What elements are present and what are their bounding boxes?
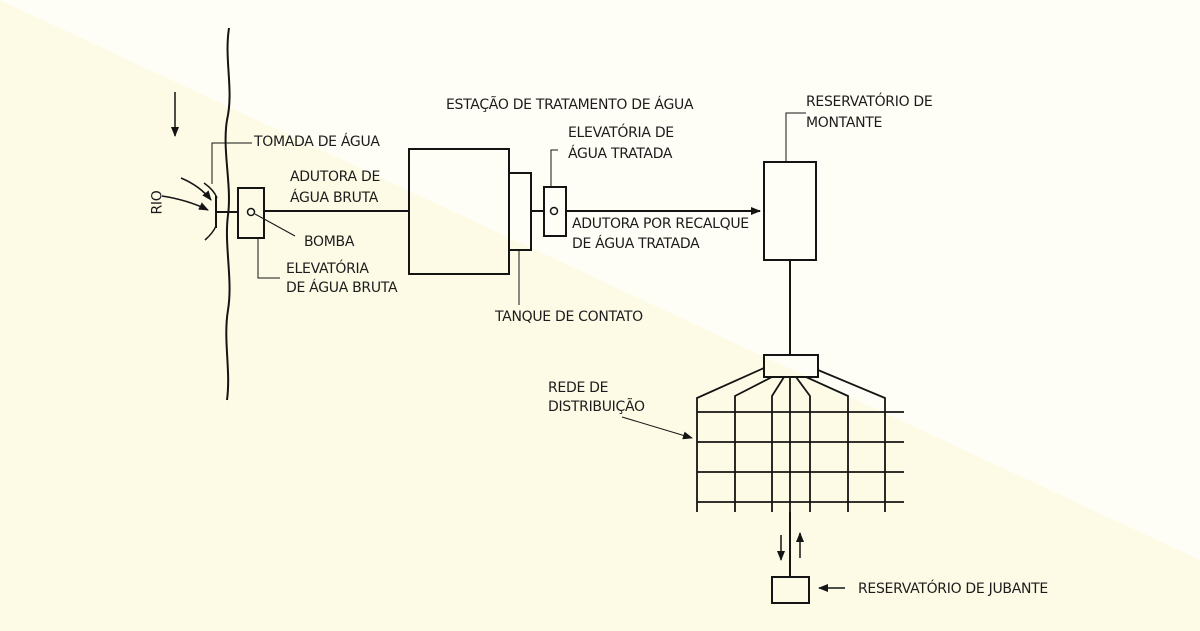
distribution-network xyxy=(696,367,904,512)
elevatoria-bruta-label-line1: ELEVATÓRIA xyxy=(286,261,369,277)
upstream-reservoir xyxy=(763,161,817,261)
distribution-header xyxy=(763,354,819,378)
elevatoria-bruta-leader xyxy=(257,238,280,279)
downstream-reservoir xyxy=(771,576,810,604)
eta-label: ESTAÇÃO DE TRATAMENTO DE ÁGUA xyxy=(446,97,694,113)
elevatoria-tratada-leader xyxy=(550,149,558,187)
elevatoria-tratada-label-line2: ÁGUA TRATADA xyxy=(568,146,673,162)
elevatoria-tratada-label-line1: ELEVATÓRIA DE xyxy=(568,125,674,141)
adutora-bruta-label-line1: ADUTORA DE xyxy=(290,169,380,185)
jusante-label: RESERVATÓRIO DE JUBANTE xyxy=(858,581,1048,597)
treated-pump-symbol xyxy=(549,206,559,216)
adutora-recalque-label-line2: DE ÁGUA TRATADA xyxy=(572,236,700,252)
pump-symbol xyxy=(246,207,256,217)
intake-top-curve xyxy=(203,182,218,199)
rede-label-line1: REDE DE xyxy=(548,380,609,396)
tomada-leader xyxy=(211,142,252,184)
river-bank-line xyxy=(224,27,231,401)
elevatoria-bruta-label-line2: DE ÁGUA BRUTA xyxy=(286,280,398,296)
rede-leader-arrow xyxy=(621,416,693,440)
intake-bottom-curve xyxy=(204,225,217,241)
tomada-label: TOMADA DE ÁGUA xyxy=(254,134,380,150)
montante-label-line1: RESERVATÓRIO DE xyxy=(806,94,933,110)
tanque-label: TANQUE DE CONTATO xyxy=(495,309,643,325)
rede-label-line2: DISTRIBUIÇÃO xyxy=(548,399,645,415)
inflow-arrow-1 xyxy=(161,195,209,211)
montante-label-line2: MONTANTE xyxy=(806,115,883,131)
contact-tank xyxy=(508,172,532,251)
treatment-plant xyxy=(408,148,510,275)
adutora-bruta-label-line2: ÁGUA BRUTA xyxy=(290,190,379,206)
rio-label: RIO xyxy=(149,190,166,215)
inflow-arrow-2 xyxy=(180,177,212,201)
bomba-label: BOMBA xyxy=(304,234,355,250)
montante-leader xyxy=(785,112,806,162)
raw-water-pump-station xyxy=(237,187,265,239)
bomba-leader xyxy=(254,213,296,237)
adutora-recalque-label-line1: ADUTORA POR RECALQUE xyxy=(572,216,749,232)
treated-water-pump-station xyxy=(543,186,567,237)
